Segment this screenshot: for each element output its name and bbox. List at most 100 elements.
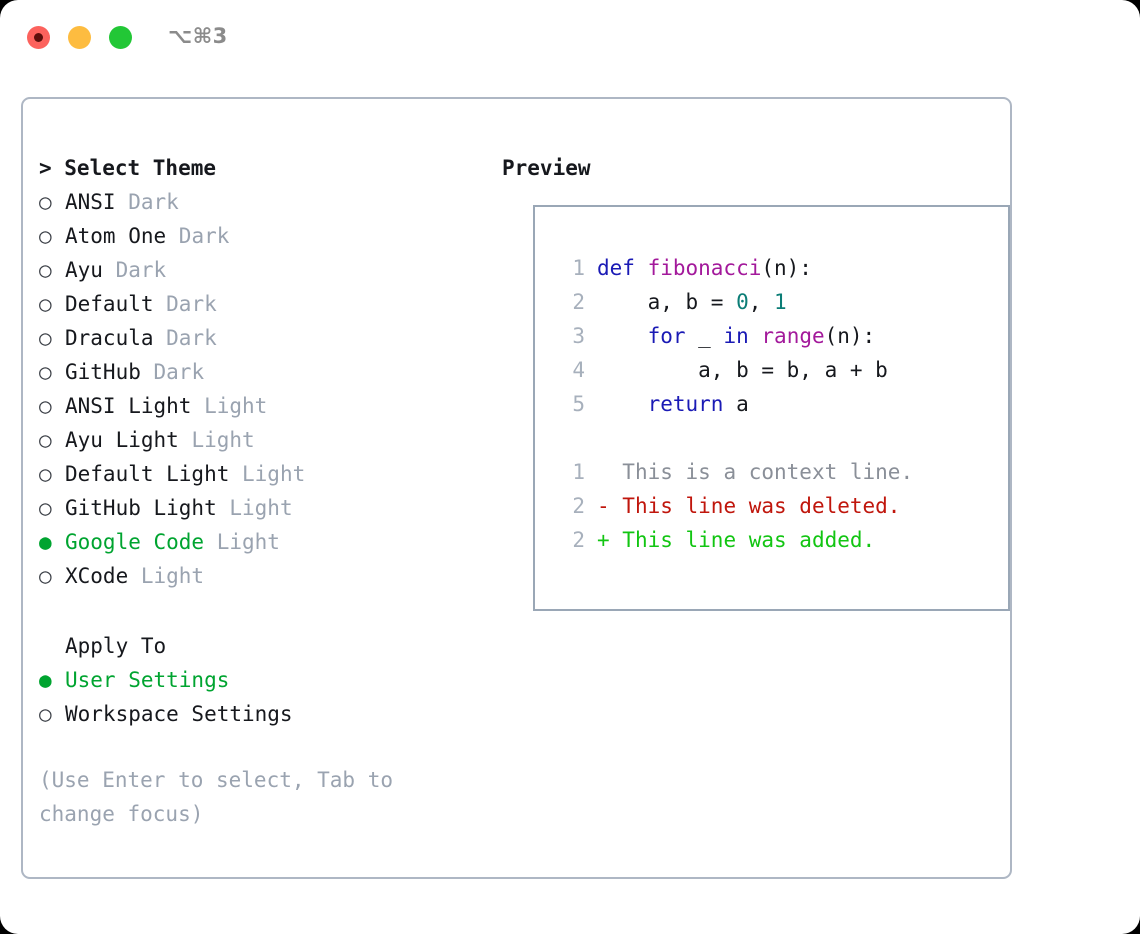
apply-to-option-user-settings[interactable]: ● User Settings: [39, 663, 479, 697]
radio-unselected-icon[interactable]: ○: [39, 224, 52, 248]
radio-unselected-icon[interactable]: ○: [39, 258, 52, 282]
radio-unselected-icon[interactable]: ○: [39, 428, 52, 452]
spacer: [39, 593, 479, 629]
theme-option-variant: Light: [229, 496, 293, 520]
code-token-txt: (n):: [761, 256, 812, 280]
radio-unselected-icon[interactable]: ○: [39, 462, 52, 486]
close-button-icon[interactable]: [27, 26, 50, 49]
line-number: 5: [572, 392, 585, 416]
code-token-txt: (n):: [824, 324, 876, 348]
dialog-card: > Select Theme ○ANSI Dark○Atom One Dark○…: [21, 97, 1012, 879]
code-token-txt: [597, 324, 648, 348]
code-token-kw: def: [597, 256, 648, 280]
radio-selected-icon[interactable]: ●: [39, 668, 52, 692]
theme-option-label: GitHub Light: [65, 496, 230, 520]
minimize-button-icon[interactable]: [68, 26, 91, 49]
radio-unselected-icon[interactable]: ○: [39, 292, 52, 316]
theme-option-variant: Dark: [166, 292, 217, 316]
theme-panel-heading: > Select Theme: [39, 156, 217, 180]
line-number: 2: [572, 528, 585, 552]
radio-unselected-icon[interactable]: ○: [39, 564, 52, 588]
theme-option-ansi-light[interactable]: ○ANSI Light Light: [39, 389, 479, 423]
radio-unselected-icon[interactable]: ○: [39, 326, 52, 350]
radio-unselected-icon[interactable]: ○: [39, 360, 52, 384]
apply-to-list[interactable]: ● User Settings ○ Workspace Settings: [39, 663, 479, 731]
radio-unselected-icon[interactable]: ○: [39, 496, 52, 520]
code-token-txt: [749, 324, 762, 348]
theme-option-label: Atom One: [65, 224, 179, 248]
line-number: 2: [572, 494, 585, 518]
diff-text: This line was deleted.: [609, 494, 901, 518]
radio-unselected-icon[interactable]: ○: [39, 394, 52, 418]
code-line: 4 a, b = b, a + b: [557, 353, 913, 387]
apply-to-heading-row: Apply To: [39, 629, 479, 663]
theme-option-github[interactable]: ○GitHub Dark: [39, 355, 479, 389]
code-token-txt: ,: [748, 290, 775, 314]
diff-text: This line was added.: [609, 528, 876, 552]
code-token-kw: for: [647, 324, 686, 348]
radio-selected-icon[interactable]: ●: [39, 530, 52, 554]
theme-option-label: Google Code: [65, 530, 217, 554]
theme-option-label: ANSI: [65, 190, 129, 214]
line-number: 2: [572, 290, 585, 314]
code-token-num: 1: [774, 290, 787, 314]
code-line: 3 for _ in range(n):: [557, 319, 913, 353]
radio-unselected-icon[interactable]: ○: [39, 190, 52, 214]
code-text: def fibonacci(n):: [597, 251, 812, 285]
theme-option-default-light[interactable]: ○Default Light Light: [39, 457, 479, 491]
theme-option-default[interactable]: ○ Default Dark: [39, 287, 479, 321]
theme-option-google-code[interactable]: ● Google Code Light: [39, 525, 479, 559]
theme-option-label: Dracula: [65, 326, 167, 350]
code-token-kw: in: [723, 324, 749, 348]
line-number: 1: [572, 256, 585, 280]
theme-option-ayu[interactable]: ○Ayu Dark: [39, 253, 479, 287]
theme-option-ayu-light[interactable]: ○Ayu Light Light: [39, 423, 479, 457]
theme-option-label: XCode: [65, 564, 141, 588]
diff-sign: [597, 455, 610, 489]
theme-option-label: Default: [65, 292, 167, 316]
theme-option-variant: Light: [216, 530, 280, 554]
radio-unselected-icon[interactable]: ○: [39, 702, 52, 726]
code-text: a, b = b, a + b: [597, 353, 888, 387]
keyboard-hint-text: (Use Enter to select, Tab to change focu…: [39, 768, 406, 826]
theme-option-label: ANSI Light: [65, 394, 205, 418]
theme-option-github-light[interactable]: ○ GitHub Light Light: [39, 491, 479, 525]
diff-sign: -: [597, 494, 610, 518]
theme-option-xcode[interactable]: ○XCode Light: [39, 559, 479, 593]
preview-heading: Preview: [502, 156, 591, 180]
keyboard-shortcut-label: ⌥⌘3: [168, 24, 228, 48]
window-controls: [27, 26, 132, 49]
apply-to-heading: Apply To: [65, 634, 167, 658]
theme-option-variant: Dark: [166, 326, 217, 350]
theme-option-variant: Dark: [153, 360, 205, 384]
code-text: a, b = 0, 1: [597, 285, 787, 319]
spacer: [39, 731, 479, 763]
theme-option-variant: Light: [191, 428, 255, 452]
diff-sign: +: [597, 528, 610, 552]
theme-option-variant: Light: [242, 462, 306, 486]
diff-line-ctx: 1 This is a context line.: [557, 455, 913, 489]
code-token-num: 0: [736, 290, 749, 314]
theme-option-atom-one[interactable]: ○Atom One Dark: [39, 219, 479, 253]
code-token-txt: a: [723, 392, 749, 416]
code-text: for _ in range(n):: [597, 319, 876, 353]
theme-option-dracula[interactable]: ○ Dracula Dark: [39, 321, 479, 355]
apply-to-option-workspace-settings[interactable]: ○ Workspace Settings: [39, 697, 479, 731]
theme-option-label: Ayu: [65, 258, 116, 282]
theme-option-ansi[interactable]: ○ ANSI Dark: [39, 185, 479, 219]
maximize-button-icon[interactable]: [109, 26, 132, 49]
apply-to-option-label: User Settings: [65, 668, 230, 692]
code-token-txt: [597, 392, 648, 416]
theme-option-variant: Dark: [128, 190, 179, 214]
theme-list[interactable]: ○ANSI Dark○Atom One Dark○Ayu Dark○Defaul…: [39, 185, 479, 593]
apply-to-option-label: Workspace Settings: [65, 702, 293, 726]
diff-line-add: 2 + This line was added.: [557, 523, 913, 557]
code-token-kw: return: [647, 392, 724, 416]
line-number: 3: [572, 324, 585, 348]
line-number: 4: [572, 358, 585, 382]
diff-text: This is a context line.: [609, 460, 914, 484]
theme-selector-panel: > Select Theme ○ANSI Dark○Atom One Dark○…: [39, 151, 479, 831]
